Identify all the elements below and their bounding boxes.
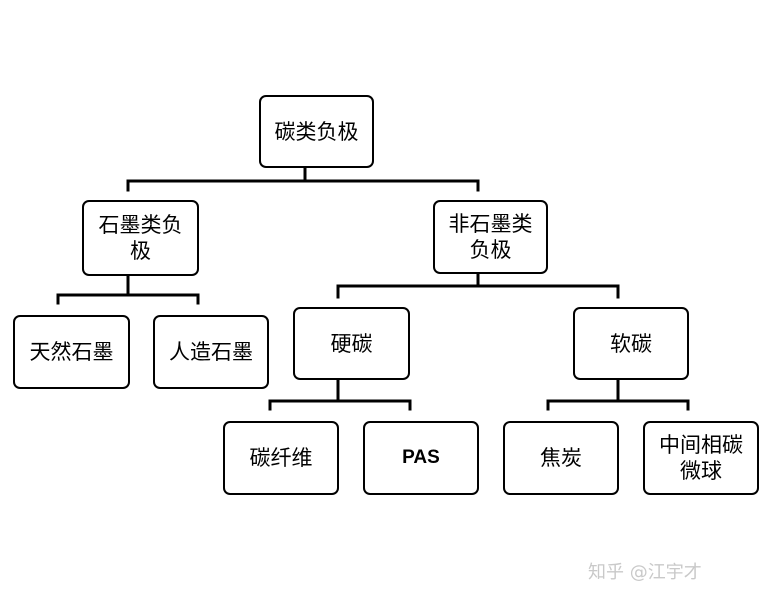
node-soft-carbon: 软碳 <box>573 307 689 380</box>
node-non-graphite-anode-label: 非石墨类负极 <box>448 212 533 262</box>
watermark: 知乎 @江宇才 <box>588 562 702 583</box>
node-artificial-graphite-label: 人造石墨 <box>169 340 253 364</box>
node-carbon-fiber-label: 碳纤维 <box>249 446 313 470</box>
node-hard-carbon-label: 硬碳 <box>330 331 373 356</box>
node-pas-label: PAS <box>402 447 440 468</box>
node-mesocarbon-microbeads-label: 中间相碳微球 <box>659 433 743 483</box>
node-non-graphite-anode: 非石墨类负极 <box>433 200 548 274</box>
node-carbon-anode-label: 碳类负极 <box>274 119 359 144</box>
node-natural-graphite-label: 天然石墨 <box>29 340 114 364</box>
node-graphite-anode-label: 石墨类负极 <box>98 213 183 263</box>
node-graphite-anode: 石墨类负极 <box>82 200 199 276</box>
node-carbon-fiber: 碳纤维 <box>223 421 339 495</box>
node-carbon-anode: 碳类负极 <box>259 95 374 168</box>
node-pas: PAS <box>363 421 479 495</box>
node-natural-graphite: 天然石墨 <box>13 315 130 389</box>
node-soft-carbon-label: 软碳 <box>610 331 652 356</box>
node-coke-label: 焦炭 <box>540 446 582 470</box>
node-hard-carbon: 硬碳 <box>293 307 410 380</box>
node-coke: 焦炭 <box>503 421 619 495</box>
node-mesocarbon-microbeads: 中间相碳微球 <box>643 421 759 495</box>
node-artificial-graphite: 人造石墨 <box>153 315 269 389</box>
